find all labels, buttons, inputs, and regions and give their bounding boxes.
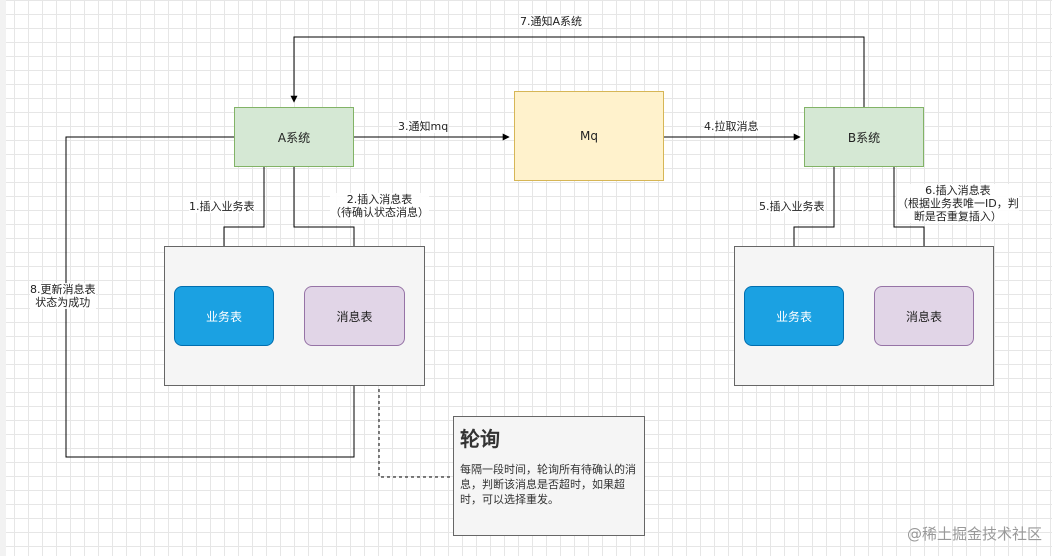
node-b-system[interactable]: B系统 bbox=[804, 107, 924, 167]
polling-note: 轮询 每隔一段时间，轮询所有待确认的消息，判断该消息是否超时，如果超时，可以选择… bbox=[453, 416, 645, 536]
edge-step8 bbox=[65, 136, 358, 458]
node-a-system[interactable]: A系统 bbox=[234, 107, 354, 167]
label-step5: 5.插入业务表 bbox=[759, 200, 825, 213]
label-step8-line1: 8.更新消息表 bbox=[30, 283, 96, 296]
edge-polling-dashed bbox=[378, 347, 452, 478]
polling-note-body: 每隔一段时间，轮询所有待确认的消息，判断该消息是否超时，如果超时，可以选择重发。 bbox=[460, 463, 636, 506]
node-a-biz-table[interactable]: 业务表 bbox=[174, 286, 274, 346]
node-mq[interactable]: Mq bbox=[514, 91, 664, 181]
label-step4: 4.拉取消息 bbox=[704, 120, 759, 133]
node-b-biz-table[interactable]: 业务表 bbox=[744, 286, 844, 346]
polling-note-title: 轮询 bbox=[460, 427, 500, 451]
label-step2-line2: （待确认状态消息） bbox=[330, 206, 429, 219]
label-step8: 8.更新消息表 状态为成功 bbox=[30, 283, 96, 309]
label-step3: 3.通知mq bbox=[398, 120, 449, 133]
label-step7: 7.通知A系统 bbox=[520, 15, 583, 28]
label-step6-line2: （根据业务表唯一ID，判 bbox=[897, 197, 1019, 210]
node-a-msg-table[interactable]: 消息表 bbox=[304, 286, 405, 346]
canvas-left-strip bbox=[0, 0, 6, 556]
label-step6-line3: 断是否重复插入） bbox=[913, 210, 1002, 223]
label-step2-line1: 2.插入消息表 bbox=[346, 193, 413, 206]
label-step1: 1.插入业务表 bbox=[189, 200, 255, 213]
edge-step7 bbox=[290, 36, 865, 107]
node-b-msg-table[interactable]: 消息表 bbox=[874, 286, 974, 346]
label-step2: 2.插入消息表 （待确认状态消息） bbox=[330, 193, 429, 219]
label-step6-line1: 6.插入消息表 bbox=[925, 184, 991, 197]
watermark: @稀土掘金技术社区 bbox=[906, 525, 1042, 543]
label-step6: 6.插入消息表 （根据业务表唯一ID，判 断是否重复插入） bbox=[897, 184, 1019, 223]
label-step8-line2: 状态为成功 bbox=[35, 296, 91, 309]
